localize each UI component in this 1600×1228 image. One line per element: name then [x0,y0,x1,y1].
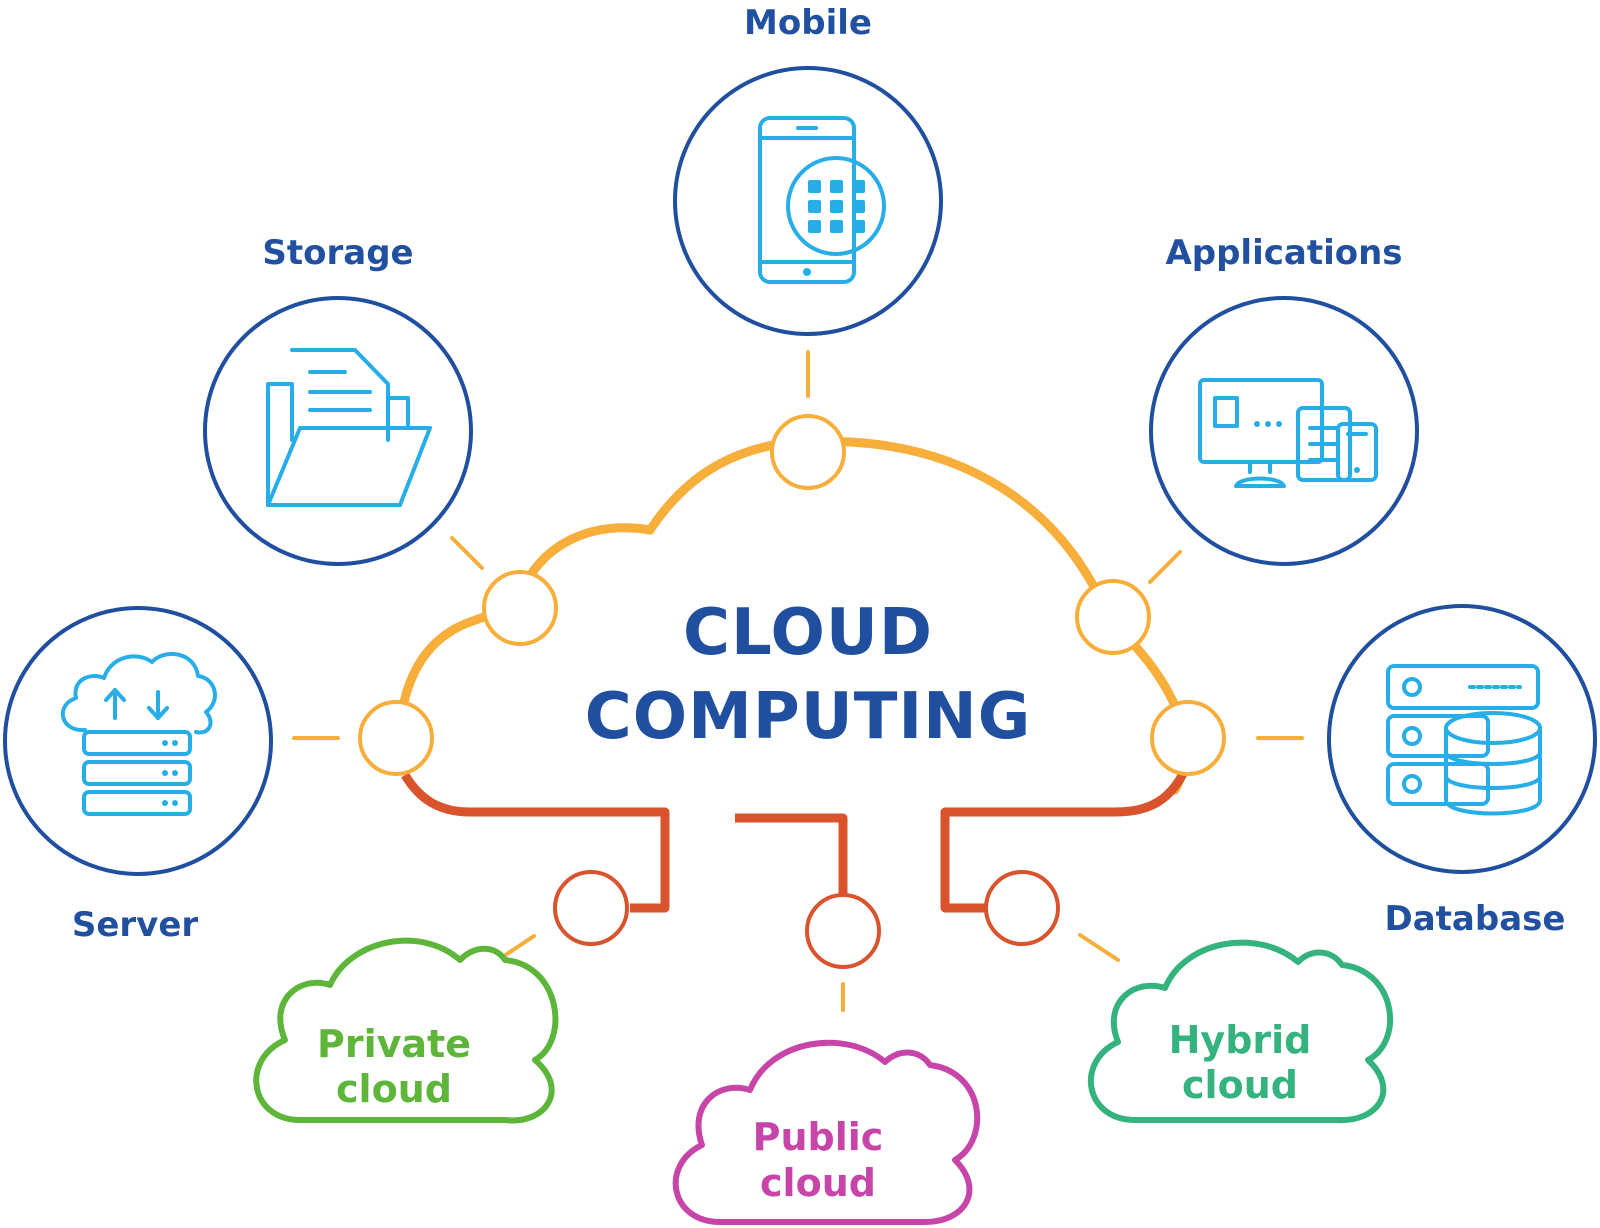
hybrid-cloud-line1: Hybrid [1169,1018,1312,1062]
database-node [1150,700,1226,776]
private-branch-line [401,772,670,913]
server-ring [3,606,273,876]
database-label: Database [1385,899,1566,939]
cloud-server-icon [60,652,217,816]
storage-ring [203,296,473,566]
hybrid-branch-line [940,767,1190,913]
center-title-line1: CLOUD [683,596,933,670]
center-title-line2: COMPUTING [585,680,1032,754]
public-node [805,893,881,969]
public-cloud-shape [672,1039,981,1225]
database-server-icon [1386,664,1542,816]
applications-connector [1148,550,1182,584]
storage-label: Storage [262,233,413,273]
mobile-node [770,414,846,490]
private-cloud-shape [253,937,559,1124]
mobile-ring [673,66,943,336]
hybrid-cloud-line2: cloud [1182,1063,1298,1107]
hybrid-node [984,870,1060,946]
public-cloud-line1: Public [753,1115,884,1159]
private-cloud-line1: Private [317,1022,471,1066]
hybrid-connector [1078,933,1120,962]
server-node [358,700,434,776]
mobile-label: Mobile [744,3,872,43]
applications-node [1075,579,1151,655]
private-cloud-line2: cloud [336,1067,452,1111]
folder-documents-icon [266,348,432,507]
smartphone-grid-icon [758,116,886,284]
storage-connector [450,536,484,570]
applications-label: Applications [1165,233,1402,273]
desktop-devices-icon [1198,378,1378,488]
public-branch-line [735,813,848,898]
hybrid-cloud-shape [1088,939,1394,1124]
public-cloud-line2: cloud [760,1161,876,1205]
server-label: Server [72,905,199,945]
private-node [553,870,629,946]
applications-ring [1149,296,1419,566]
storage-node [482,570,558,646]
